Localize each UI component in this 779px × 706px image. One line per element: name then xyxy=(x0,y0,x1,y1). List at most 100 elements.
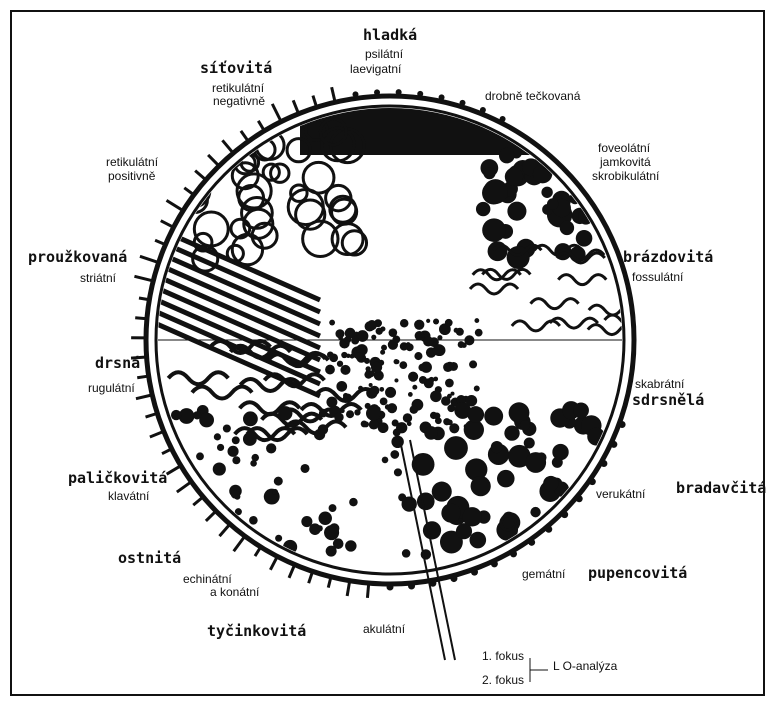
granule xyxy=(552,457,563,468)
granule xyxy=(274,477,283,486)
granule xyxy=(390,450,399,459)
granule xyxy=(199,413,214,428)
label-bradavcita: bradavčitá xyxy=(676,479,766,497)
granule xyxy=(382,457,389,464)
central-granule xyxy=(376,328,383,335)
rim-spike xyxy=(272,104,281,122)
central-granule xyxy=(354,409,360,415)
central-granule xyxy=(365,366,370,371)
label-lo-analyza: L O-analýza xyxy=(553,659,618,673)
central-granule xyxy=(437,335,442,340)
reticulum-cell xyxy=(210,107,228,125)
granule xyxy=(349,498,357,506)
granule xyxy=(402,549,411,558)
granule xyxy=(424,426,438,440)
granule xyxy=(503,517,515,529)
central-granule xyxy=(474,385,480,391)
foveola xyxy=(483,179,508,204)
label-striatni: striátní xyxy=(80,271,117,285)
granule xyxy=(213,463,226,476)
central-granule xyxy=(392,336,400,344)
granule xyxy=(573,402,589,418)
central-granule xyxy=(414,320,424,330)
label-skabratni: skabrátní xyxy=(635,377,685,391)
rim-spike xyxy=(166,200,183,210)
granule xyxy=(530,507,540,517)
granule xyxy=(467,406,484,423)
granule xyxy=(231,490,240,499)
reticulum-cell xyxy=(201,131,226,156)
granule xyxy=(543,476,558,491)
foveola xyxy=(499,148,515,164)
central-granule xyxy=(379,387,384,392)
granule xyxy=(301,464,310,473)
central-granule xyxy=(421,362,432,373)
central-granule xyxy=(371,335,376,340)
fossula xyxy=(531,299,579,309)
central-granule xyxy=(337,361,343,367)
granule xyxy=(432,482,452,502)
central-granule xyxy=(341,352,347,358)
granule xyxy=(524,437,535,448)
central-granule xyxy=(445,379,454,388)
label-retikulatni-neg-1: retikulátní xyxy=(212,81,265,95)
central-granule xyxy=(371,362,382,373)
central-granule xyxy=(454,328,459,333)
label-jamkovita: jamkovitá xyxy=(599,155,651,169)
central-granule xyxy=(447,404,455,412)
granule xyxy=(318,424,328,434)
label-retikulatni-neg-2: negativně xyxy=(213,94,265,108)
foveola xyxy=(476,202,490,216)
rugula xyxy=(168,372,228,384)
label-laevigatni: laevigatní xyxy=(350,62,402,76)
granule xyxy=(329,504,337,512)
label-echinatni-1: echinátní xyxy=(183,572,232,586)
granule xyxy=(232,456,240,464)
label-drobne-teckovana: drobně tečkovaná xyxy=(485,89,581,103)
central-granule xyxy=(367,320,377,330)
granule xyxy=(217,444,224,451)
central-granule xyxy=(406,342,411,347)
central-granule xyxy=(441,396,451,406)
reticulum-cell xyxy=(303,162,334,193)
granule xyxy=(417,492,435,510)
reticulum-cell xyxy=(232,234,262,264)
granule xyxy=(469,532,486,549)
central-granule xyxy=(412,385,417,390)
central-granule xyxy=(443,418,450,425)
granule xyxy=(471,476,491,496)
granule xyxy=(272,489,278,495)
granule xyxy=(393,429,401,437)
label-fossulatni: fossulátní xyxy=(632,270,684,284)
granule xyxy=(193,411,201,419)
granule xyxy=(243,432,257,446)
label-drsna: drsná xyxy=(95,354,140,372)
central-granule xyxy=(410,405,418,413)
granule xyxy=(394,468,402,476)
label-retikulatni-pos-2: positivně xyxy=(108,169,156,183)
central-granule xyxy=(380,350,385,355)
granule xyxy=(301,516,312,527)
granule xyxy=(497,470,515,488)
fossula xyxy=(512,321,560,331)
label-sdrsnela: sdrsnělá xyxy=(632,391,704,409)
granule xyxy=(345,540,356,551)
foveola xyxy=(507,202,526,221)
granule xyxy=(228,446,239,457)
central-granule xyxy=(325,365,335,375)
granule xyxy=(247,416,255,424)
central-granule xyxy=(421,334,425,338)
central-granule xyxy=(329,354,338,363)
ornament-disc xyxy=(150,95,653,560)
rim-spike xyxy=(222,140,233,153)
granule xyxy=(484,407,503,426)
granule xyxy=(329,523,339,533)
label-ostnita: ostnitá xyxy=(118,549,181,567)
label-fokus-1: 1. fokus xyxy=(482,649,524,663)
central-granule xyxy=(435,417,442,424)
central-granule xyxy=(474,318,479,323)
label-psilatni: psilátní xyxy=(365,47,404,61)
foveola xyxy=(488,241,508,261)
central-granule xyxy=(329,320,335,326)
